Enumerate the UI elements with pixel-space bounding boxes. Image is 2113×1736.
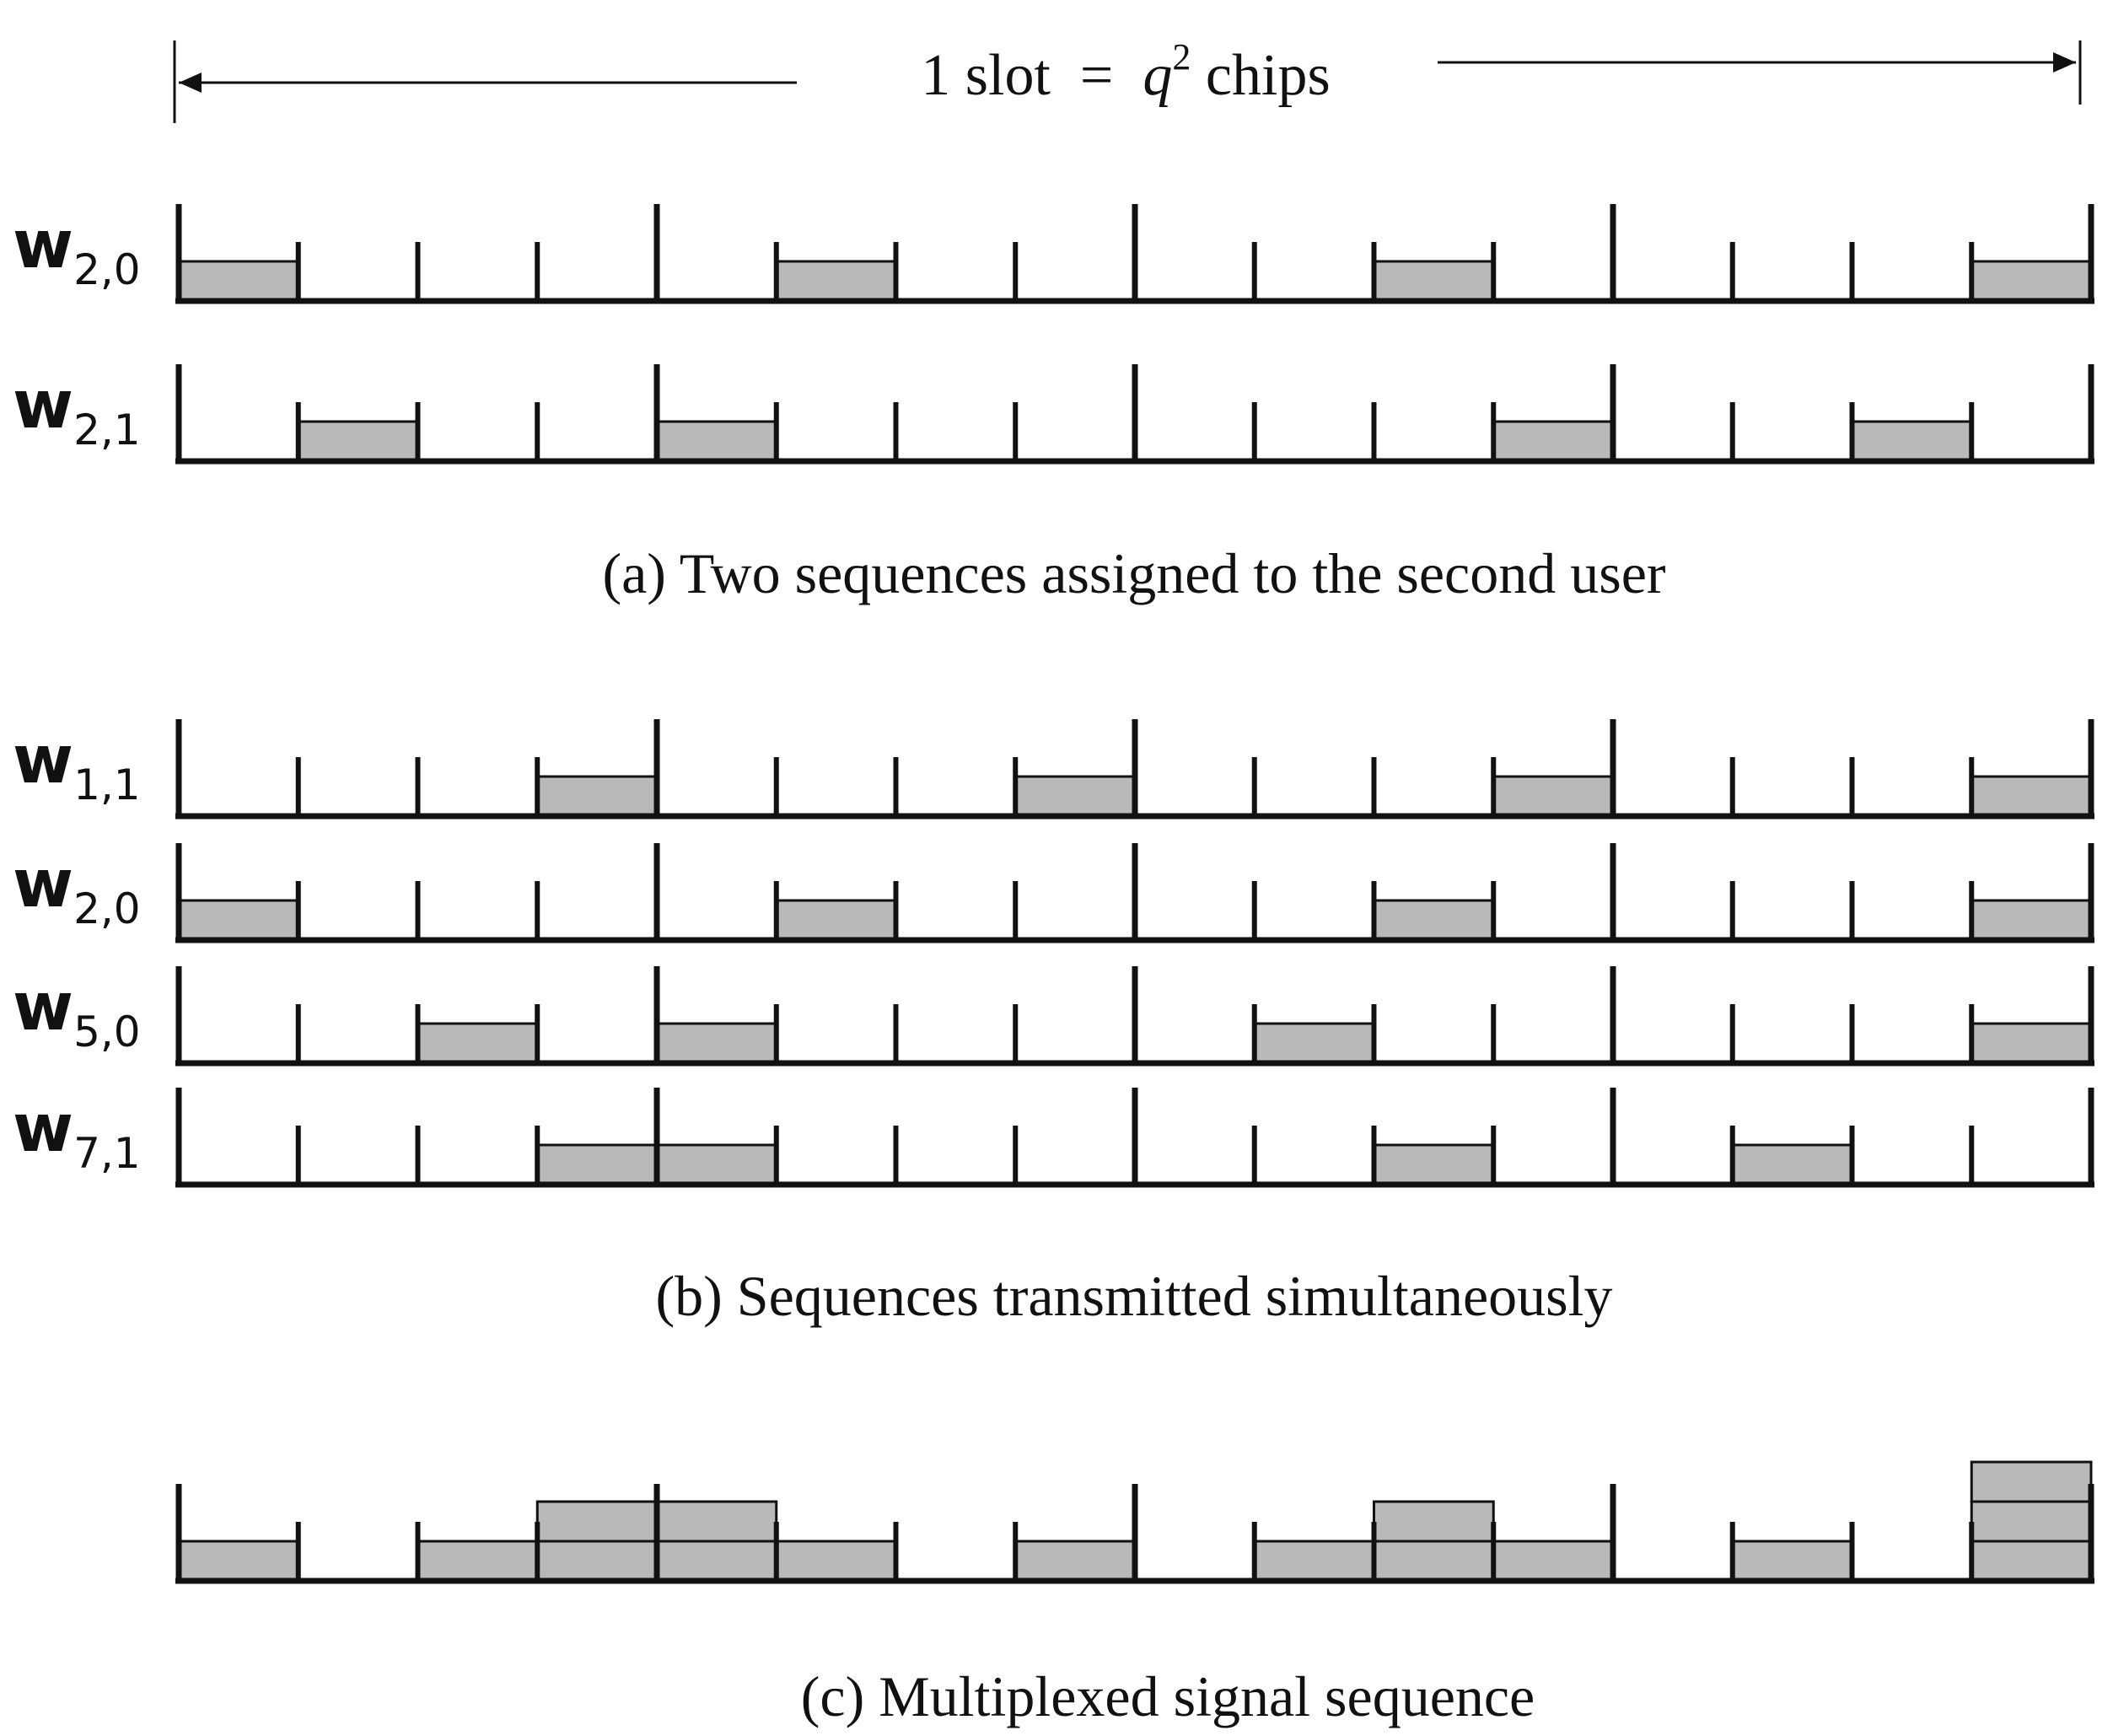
signal-level-block [655, 1500, 778, 1543]
sequence-label-main: w [13, 723, 73, 798]
chip-block [1492, 420, 1615, 463]
chip-block [1373, 1143, 1495, 1186]
panel-b: w1,1 w2,0 w5,0 w7,1 (b) Sequences transm… [13, 719, 2094, 1328]
sequence-label: w2,1 [13, 368, 141, 454]
sequence-label-subscript: 7,1 [73, 1129, 141, 1178]
sequence-label: w2,0 [13, 207, 141, 294]
row-multiplexed [175, 1460, 2094, 1584]
sequence-label-main: w [13, 207, 73, 283]
sequence-label-subscript: 5,0 [73, 1008, 141, 1056]
sequence-label: w1,1 [13, 723, 141, 809]
row-w1-1: w1,1 [13, 719, 2094, 820]
signal-level-block [1013, 1540, 1137, 1583]
chip-block [177, 899, 300, 942]
panel-a: w2,0 w2,1 (a) Two sequences assigned to … [13, 204, 2094, 605]
sequence-label-main: w [13, 1091, 73, 1167]
row-w7-1: w7,1 [13, 1088, 2094, 1188]
chip-block [1373, 899, 1495, 942]
chip-block [655, 420, 778, 463]
chip-block [1970, 1022, 2093, 1065]
signal-level-block [655, 1540, 778, 1583]
chip-block [655, 1143, 778, 1186]
slot-label-suffix: chips [1191, 43, 1330, 108]
signal-level-block [1731, 1540, 1853, 1583]
chip-block [1970, 260, 2093, 303]
signal-level-block [1970, 1540, 2093, 1583]
slot-label-q: q [1143, 43, 1172, 108]
chip-block [535, 1143, 659, 1186]
caption-b: (b) Sequences transmitted simultaneously [656, 1264, 1613, 1328]
row-w2-1: w2,1 [13, 364, 2094, 465]
signal-level-block [417, 1540, 539, 1583]
chip-block [1970, 775, 2093, 818]
sequence-label: w2,0 [13, 847, 141, 933]
signal-level-block [535, 1500, 659, 1543]
chip-block [775, 899, 897, 942]
chip-block [177, 260, 300, 303]
signal-level-block [1492, 1540, 1615, 1583]
panel-c: (c) Multiplexed signal sequence [175, 1460, 2094, 1728]
chip-block [417, 1022, 539, 1065]
row-w5-0: w5,0 [13, 966, 2094, 1067]
row-w2-0: w2,0 [13, 204, 2094, 304]
chip-block [535, 775, 659, 818]
sequence-label-main: w [13, 368, 73, 443]
slot-length-indicator: 1 slot = q2 chips [173, 36, 2082, 123]
chip-block [1851, 420, 1973, 463]
row-w2-0: w2,0 [13, 843, 2094, 943]
signal-level-block [177, 1540, 300, 1583]
signal-level-block [1373, 1540, 1495, 1583]
slot-label-prefix: 1 slot = [921, 43, 1143, 108]
slot-label-exponent: 2 [1172, 36, 1191, 78]
sequence-label-subscript: 1,1 [73, 761, 141, 809]
caption-a: (a) Two sequences assigned to the second… [602, 541, 1665, 605]
chip-block [1253, 1022, 1375, 1065]
sequence-label-subscript: 2,1 [73, 406, 141, 454]
chip-block [1970, 899, 2093, 942]
caption-c: (c) Multiplexed signal sequence [801, 1664, 1535, 1728]
sequence-label-subscript: 2,0 [73, 884, 141, 933]
sequence-label: w5,0 [13, 970, 141, 1056]
chip-block [1373, 260, 1495, 303]
chip-block [655, 1022, 778, 1065]
chip-block [1731, 1143, 1853, 1186]
sequence-label-main: w [13, 970, 73, 1045]
signal-level-block [1970, 1460, 2093, 1503]
signal-level-block [775, 1540, 897, 1583]
slot-label: 1 slot = q2 chips [921, 36, 1330, 108]
signal-level-block [1373, 1500, 1495, 1543]
sequence-label-subscript: 2,0 [73, 245, 141, 294]
chip-block [1013, 775, 1137, 818]
signal-level-block [1970, 1500, 2093, 1543]
signal-level-block [1253, 1540, 1375, 1583]
chip-block [297, 420, 419, 463]
chip-block [775, 260, 897, 303]
sequence-label: w7,1 [13, 1091, 141, 1178]
chip-block [1492, 775, 1615, 818]
signal-level-block [535, 1540, 659, 1583]
sequence-label-main: w [13, 847, 73, 922]
